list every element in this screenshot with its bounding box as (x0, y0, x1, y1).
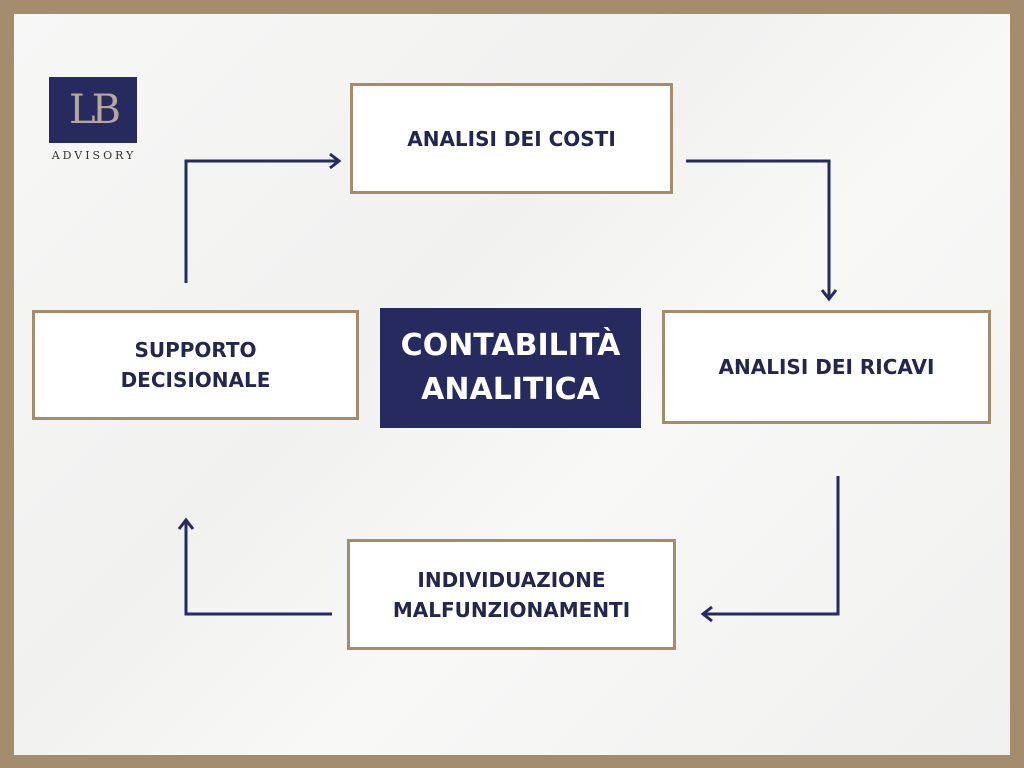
center-title-line2: ANALITICA (421, 372, 600, 407)
step-label: ANALISI DEI RICAVI (718, 355, 935, 379)
step-label: ANALISI DEI COSTI (407, 126, 616, 151)
logo-subtitle: ADVISORY (51, 149, 137, 162)
step-analisi-ricavi: ANALISI DEI RICAVI (662, 310, 991, 424)
logo: LB (49, 77, 137, 143)
logo-mark: LB (69, 87, 121, 133)
step-supporto-decisionale: SUPPORTO DECISIONALE (32, 310, 359, 420)
step-label-line1: INDIVIDUAZIONE (417, 567, 606, 592)
center-title-line1: CONTABILITÀ (400, 328, 621, 363)
arrow-support-to-costs (184, 152, 342, 283)
step-label-line2: MALFUNZIONAMENTI (392, 597, 631, 622)
step-label-line2: DECISIONALE (120, 368, 271, 392)
arrow-costs-to-revenues (686, 159, 838, 302)
step-label-line1: SUPPORTO (134, 338, 257, 362)
step-individuazione-malfunzionamenti: INDIVIDUAZIONE MALFUNZIONAMENTI (347, 539, 676, 650)
arrow-revenues-to-malfunctions (700, 476, 840, 623)
arrow-malfunctions-to-support (177, 517, 332, 616)
center-title: CONTABILITÀ ANALITICA (380, 308, 641, 428)
step-analisi-costi: ANALISI DEI COSTI (350, 83, 673, 194)
